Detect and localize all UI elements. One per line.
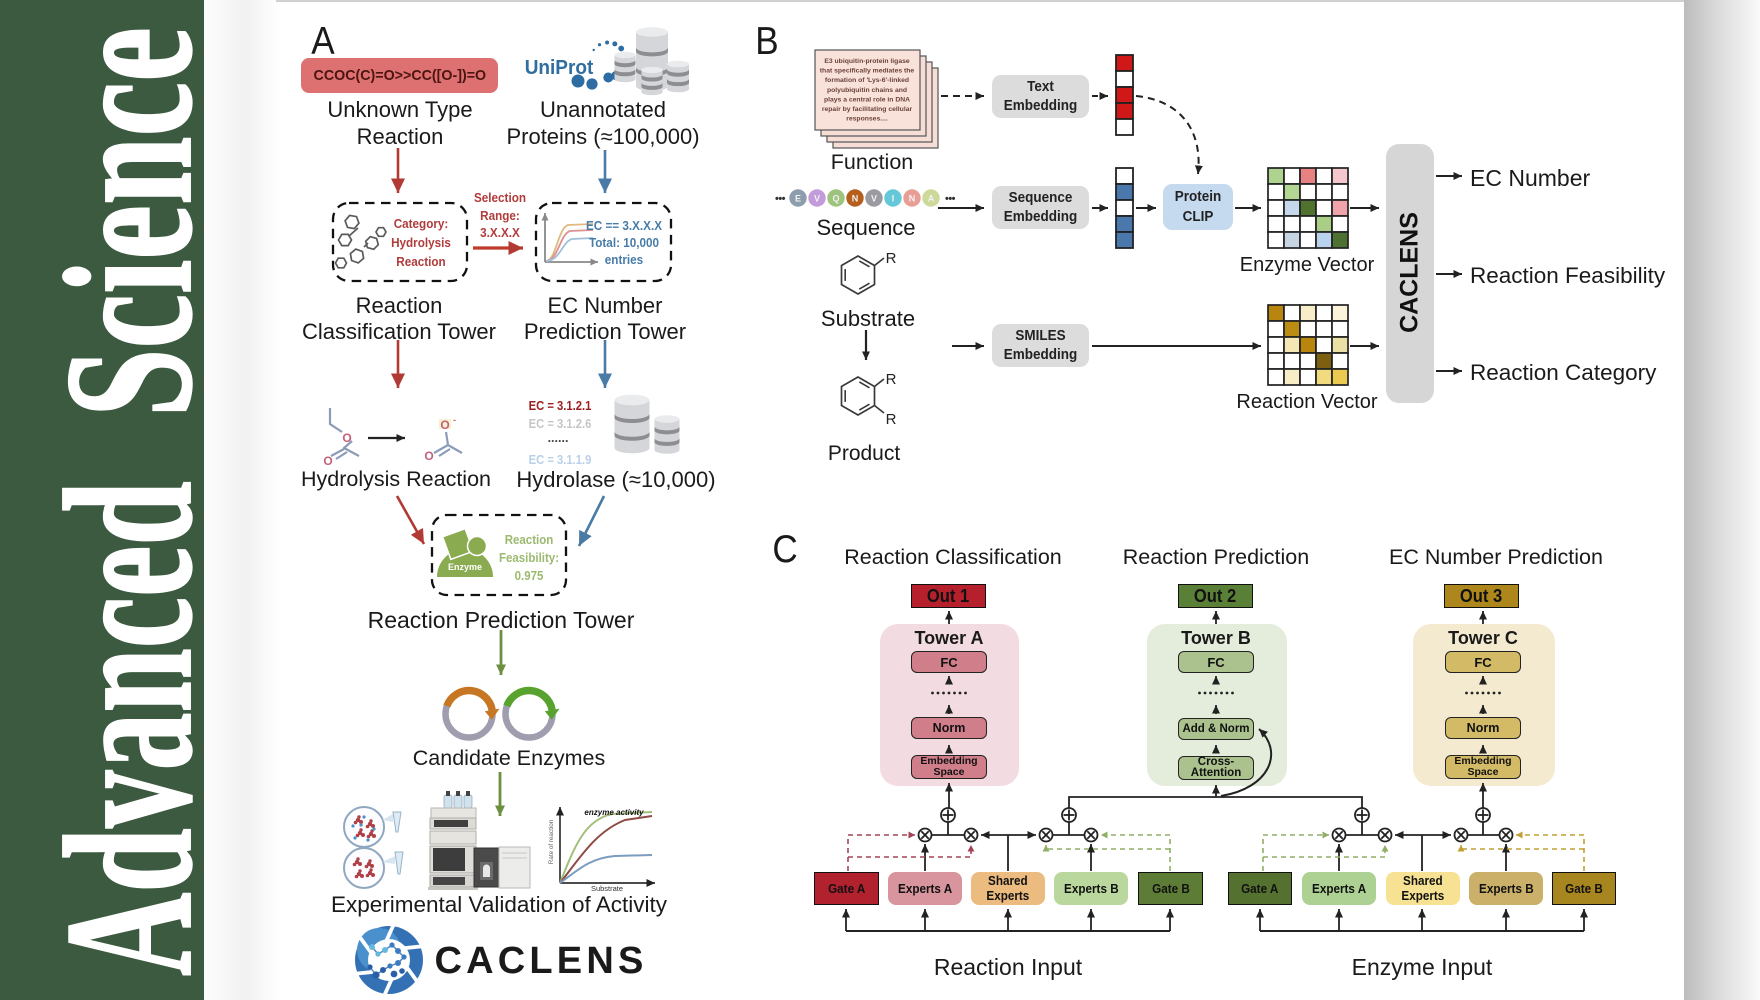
svg-text:Rate of reaction: Rate of reaction [548,819,555,864]
svg-text:O: O [440,418,449,432]
svg-text:O: O [424,449,433,463]
svg-text:N: N [852,194,859,204]
svg-text:E: E [795,194,801,204]
svg-text:•••: ••• [775,193,786,205]
svg-text:Substrate: Substrate [591,884,623,893]
svg-text:V: V [871,194,877,204]
svg-text:polyubiquitin chains and: polyubiquitin chains and [827,87,907,94]
svg-text:V: V [814,194,820,204]
svg-text:plays a central role in DNA: plays a central role in DNA [824,96,910,103]
svg-text:Q: Q [832,194,839,204]
svg-text:repair by facilitating cellula: repair by facilitating cellular [822,106,913,113]
svg-text:O: O [342,431,351,445]
svg-text:A: A [928,194,935,204]
svg-text:-: - [453,415,456,425]
svg-text:R: R [886,371,897,388]
svg-text:•••: ••• [945,193,956,205]
svg-text:that specifically mediates the: that specifically mediates the [820,68,915,75]
svg-text:N: N [909,194,916,204]
svg-text:I: I [892,194,895,204]
svg-text:R: R [886,250,897,267]
svg-text:formation of 'Lys-6'-linked: formation of 'Lys-6'-linked [825,77,909,84]
svg-text:R: R [886,411,897,428]
svg-text:Enzyme: Enzyme [448,562,482,572]
svg-text:responses....: responses.... [846,116,888,123]
svg-text:O: O [323,454,332,468]
svg-text:E3 ubiquitin-protein ligase: E3 ubiquitin-protein ligase [824,58,910,65]
svg-text:enzyme activity: enzyme activity [584,808,644,817]
